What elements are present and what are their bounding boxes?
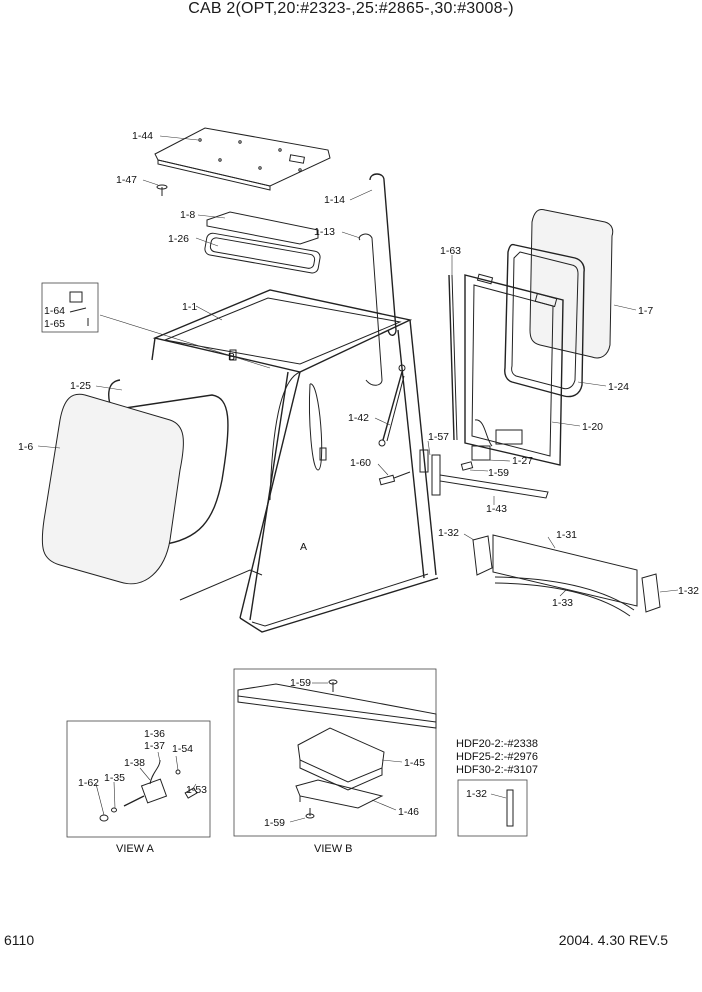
label-1-47: 1-47	[116, 174, 137, 186]
label-1-62: 1-62	[78, 777, 99, 789]
label-1-43: 1-43	[486, 503, 507, 515]
striker-bolt	[378, 471, 411, 486]
view-b-bolts	[289, 679, 403, 823]
rear-window-glass	[529, 209, 614, 359]
label-1-35: 1-35	[104, 772, 125, 784]
serial-note: HDF30-2:-#3107	[456, 764, 538, 776]
lower-bracket	[295, 779, 384, 809]
label-1-37: 1-37	[144, 740, 165, 752]
label-1-45: 1-45	[404, 757, 425, 769]
label-1-63: 1-63	[440, 245, 461, 257]
label-1-60: 1-60	[350, 457, 371, 469]
label-1-64: 1-64	[44, 305, 65, 317]
label-1-14: 1-14	[324, 194, 345, 206]
label-1-13: 1-13	[314, 226, 335, 238]
label-1-6: 1-6	[18, 441, 33, 453]
label-1-26: 1-26	[168, 233, 189, 245]
serial-inset-frame	[457, 779, 528, 837]
label-1-32: 1-32	[466, 788, 487, 800]
part-labels: 1-44 1-47 1-14 1-8 1-13 1-26 1-63 1-7 1-…	[18, 130, 699, 855]
roof-seal-plate	[206, 211, 319, 245]
label-1-33: 1-33	[552, 597, 573, 609]
front-lower-panel	[492, 534, 638, 617]
mark-a: A	[300, 541, 307, 553]
label-1-59: 1-59	[290, 677, 311, 689]
label-1-7: 1-7	[638, 305, 653, 317]
cab-frame	[151, 289, 439, 633]
view-b-frame	[233, 668, 437, 837]
page-title: CAB 2(OPT,20:#2323-,25:#2865-,30:#3008-)	[188, 0, 514, 17]
label-1-20: 1-20	[582, 421, 603, 433]
label-1-27: 1-27	[512, 455, 533, 467]
latch-striker	[471, 419, 523, 461]
label-1-32: 1-32	[438, 527, 459, 539]
gas-stay	[378, 364, 406, 447]
bracket	[69, 291, 87, 313]
lower-bar	[439, 474, 549, 499]
label-1-25: 1-25	[70, 380, 91, 392]
view-b-caption: VIEW B	[314, 843, 353, 855]
roof-panel	[154, 127, 331, 191]
label-1-42: 1-42	[348, 412, 369, 424]
label-1-46: 1-46	[398, 806, 419, 818]
side-cover-strip	[506, 789, 514, 827]
label-1-32: 1-32	[678, 585, 699, 597]
screw	[156, 184, 168, 196]
mark-b: B	[228, 351, 235, 363]
grab-handle	[369, 173, 397, 336]
window-strip	[448, 274, 455, 441]
detail-box	[41, 282, 99, 333]
label-1-44: 1-44	[132, 130, 153, 142]
label-1-53: 1-53	[186, 784, 207, 796]
label-1-1: 1-1	[182, 301, 197, 313]
view-a-frame	[66, 720, 211, 838]
revision-date: 2004. 4.30 REV.5	[558, 932, 668, 948]
label-1-36: 1-36	[144, 728, 165, 740]
upper-bracket	[297, 727, 385, 791]
label-1-65: 1-65	[44, 318, 65, 330]
serial-note: HDF20-2:-#2338	[456, 738, 538, 750]
bolt	[460, 461, 474, 471]
latch-assembly	[95, 751, 198, 822]
label-1-59: 1-59	[264, 817, 285, 829]
door-seal	[108, 379, 229, 546]
label-1-24: 1-24	[608, 381, 629, 393]
serial-note: HDF25-2:-#2976	[456, 751, 538, 763]
label-1-38: 1-38	[124, 757, 145, 769]
side-cover-right	[641, 573, 661, 613]
mount-plate	[237, 683, 437, 729]
rear-window-frame	[464, 273, 564, 466]
roof-seal-ring	[204, 232, 321, 274]
label-1-59: 1-59	[488, 467, 509, 479]
rear-window-seal	[504, 243, 585, 398]
label-1-31: 1-31	[556, 529, 577, 541]
label-1-8: 1-8	[180, 209, 195, 221]
door-glass	[41, 393, 184, 585]
page-number: 6110	[4, 932, 35, 948]
door-latch	[419, 449, 441, 496]
side-cover-left	[472, 535, 493, 576]
label-1-54: 1-54	[172, 743, 193, 755]
leader-lines	[37, 135, 679, 597]
label-1-57: 1-57	[428, 431, 449, 443]
view-a-caption: VIEW A	[116, 843, 155, 855]
